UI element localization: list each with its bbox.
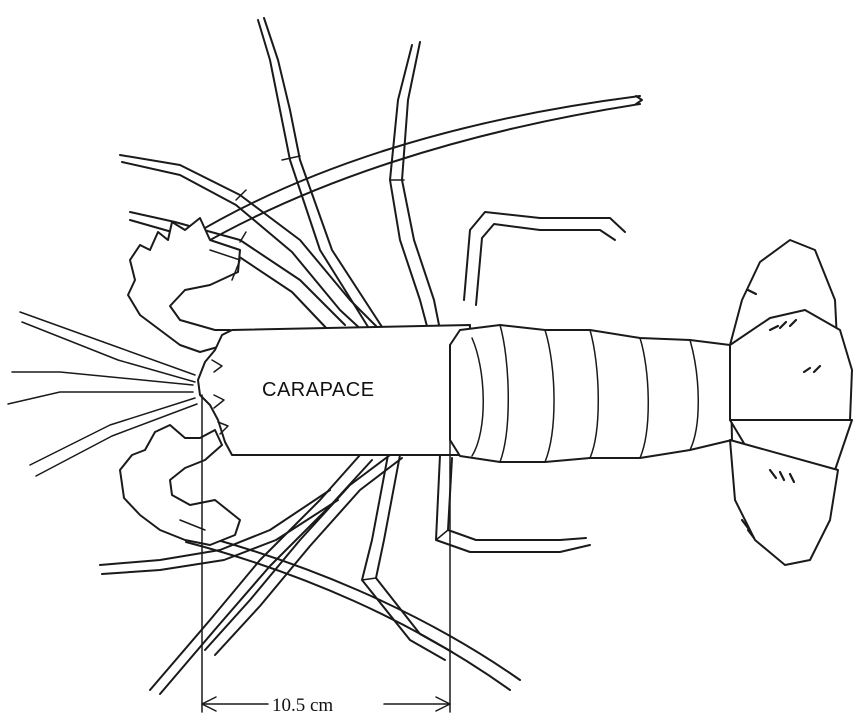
carapace-label: CARAPACE [262, 379, 375, 401]
measurement-label: 10.5 cm [272, 695, 333, 716]
legs-lower [100, 455, 590, 694]
claw-lower [120, 425, 240, 545]
claw-upper [128, 218, 240, 352]
tail-fan [730, 240, 852, 565]
antenna-upper [188, 96, 642, 248]
abdomen [450, 325, 732, 462]
